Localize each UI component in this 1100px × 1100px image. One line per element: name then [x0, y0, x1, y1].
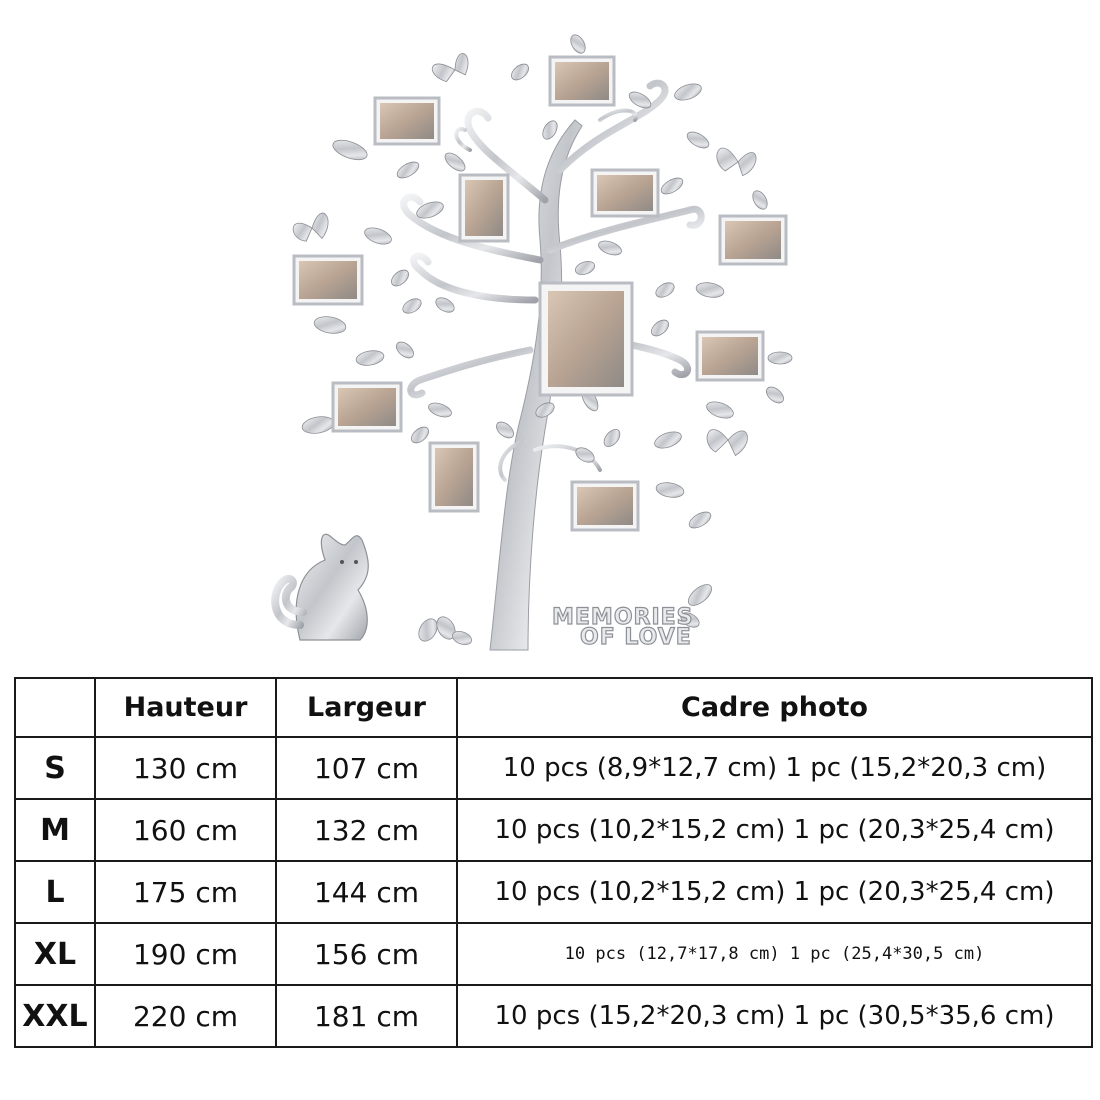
- table-row: S 130 cm 107 cm 10 pcs (8,9*12,7 cm) 1 p…: [14, 736, 1093, 800]
- width-value: 181 cm: [275, 984, 458, 1048]
- size-label: XXL: [14, 984, 96, 1048]
- photo-frame-icon: [331, 381, 403, 433]
- height-value: 190 cm: [94, 922, 277, 986]
- leaf-icons: [301, 34, 793, 645]
- size-label: XL: [14, 922, 96, 986]
- photo-frames-value: 10 pcs (10,2*15,2 cm) 1 pc (20,3*25,4 cm…: [456, 860, 1093, 924]
- photo-frame-icon: [590, 168, 660, 218]
- photo-frame-icon: [718, 214, 788, 266]
- header-photo-frames: Cadre photo: [456, 677, 1093, 738]
- caption-line-2: OF LOVE: [580, 625, 692, 650]
- table-row: L 175 cm 144 cm 10 pcs (10,2*15,2 cm) 1 …: [14, 860, 1093, 924]
- photo-frame-icon: [538, 281, 634, 397]
- photo-frame-icon: [695, 330, 765, 382]
- butterfly-icon: [292, 212, 329, 242]
- header-size: [14, 677, 96, 738]
- height-value: 130 cm: [94, 736, 277, 800]
- cat-icon: [271, 533, 369, 641]
- size-table: Hauteur Largeur Cadre photo S 130 cm 107…: [14, 677, 1093, 1048]
- width-value: 107 cm: [275, 736, 458, 800]
- photo-frame-icon: [428, 441, 480, 513]
- photo-frames-value: 10 pcs (15,2*20,3 cm) 1 pc (30,5*35,6 cm…: [456, 984, 1093, 1048]
- butterfly-icons: [292, 53, 757, 457]
- table-row: XXL 220 cm 181 cm 10 pcs (15,2*20,3 cm) …: [14, 984, 1093, 1048]
- photo-frame-icon: [292, 254, 364, 306]
- tree-trunk: [489, 119, 583, 651]
- width-value: 144 cm: [275, 860, 458, 924]
- table-header-row: Hauteur Largeur Cadre photo: [14, 677, 1093, 738]
- photo-frame-icon: [458, 173, 510, 243]
- header-width: Largeur: [275, 677, 458, 738]
- butterfly-icon: [706, 429, 748, 457]
- height-value: 220 cm: [94, 984, 277, 1048]
- header-height: Hauteur: [94, 677, 277, 738]
- butterfly-icon: [431, 53, 469, 83]
- tree-wall-sticker-illustration: MEMORIES OF LOVE: [271, 34, 793, 651]
- size-label: L: [14, 860, 96, 924]
- size-label: M: [14, 798, 96, 862]
- height-value: 160 cm: [94, 798, 277, 862]
- photo-frame-icon: [548, 55, 616, 107]
- photo-frames-value: 10 pcs (8,9*12,7 cm) 1 pc (15,2*20,3 cm): [456, 736, 1093, 800]
- size-label: S: [14, 736, 96, 800]
- width-value: 156 cm: [275, 922, 458, 986]
- photo-frames-value: 10 pcs (12,7*17,8 cm) 1 pc (25,4*30,5 cm…: [456, 922, 1093, 986]
- table-row: M 160 cm 132 cm 10 pcs (10,2*15,2 cm) 1 …: [14, 798, 1093, 862]
- width-value: 132 cm: [275, 798, 458, 862]
- height-value: 175 cm: [94, 860, 277, 924]
- tree-branches: [400, 79, 705, 482]
- photo-frame-icons: [292, 55, 788, 532]
- photo-frame-icon: [373, 96, 441, 146]
- butterfly-icon: [716, 147, 757, 177]
- table-row: XL 190 cm 156 cm 10 pcs (12,7*17,8 cm) 1…: [14, 922, 1093, 986]
- photo-frame-icon: [570, 480, 640, 532]
- caption-line-1: MEMORIES: [552, 605, 694, 630]
- photo-frames-value: 10 pcs (10,2*15,2 cm) 1 pc (20,3*25,4 cm…: [456, 798, 1093, 862]
